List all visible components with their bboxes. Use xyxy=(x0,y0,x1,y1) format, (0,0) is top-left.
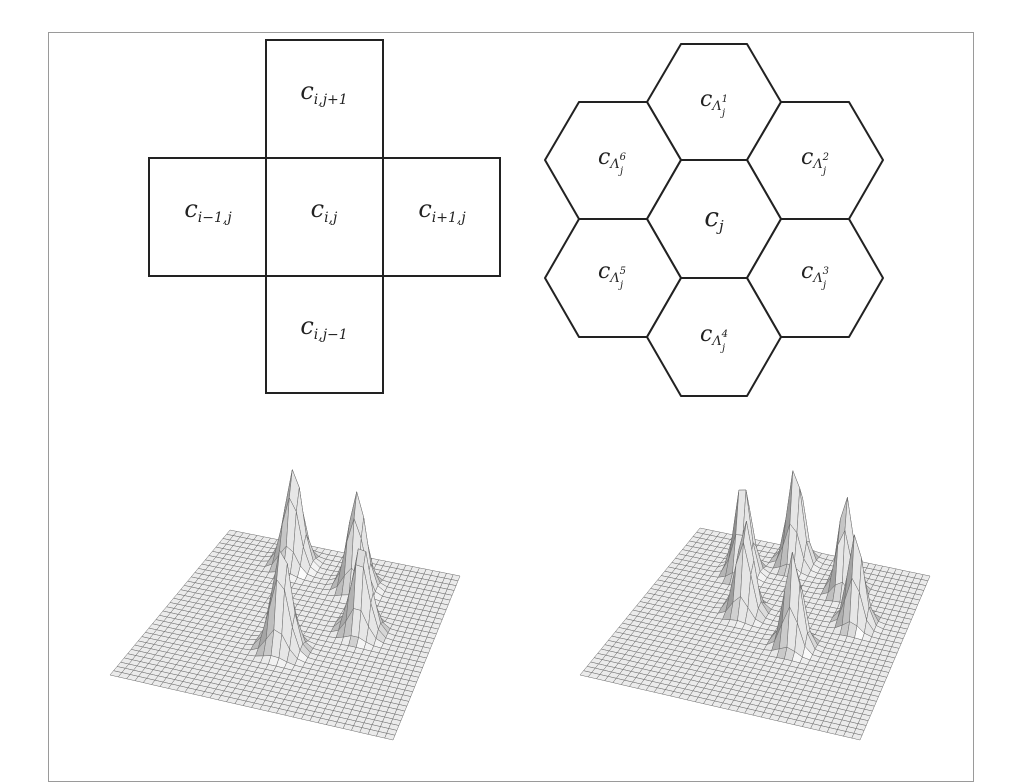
square-grid-labels: ci,j+1 ci−1,j ci,j ci+1,j ci,j−1 xyxy=(184,77,466,343)
square-grid xyxy=(148,39,501,394)
hex-grid xyxy=(544,43,884,397)
surface-mesh-cell xyxy=(851,733,863,741)
label-center: ci,j xyxy=(311,195,338,226)
label-left: ci−1,j xyxy=(184,195,232,226)
square-cell-bottom xyxy=(265,275,384,394)
label-right: ci+1,j xyxy=(418,195,466,226)
square-cell-right xyxy=(382,157,501,277)
square-cell-top xyxy=(265,39,384,159)
square-cell-left xyxy=(148,157,267,277)
surface-mesh-cell xyxy=(384,733,396,741)
surface-plot-right xyxy=(579,470,931,741)
hex-cell-4 xyxy=(646,277,782,397)
surface-plot-left xyxy=(109,469,461,741)
label-top: ci,j+1 xyxy=(300,77,347,108)
hex-label-center: cj xyxy=(704,203,724,235)
label-bottom: ci,j−1 xyxy=(300,312,347,343)
